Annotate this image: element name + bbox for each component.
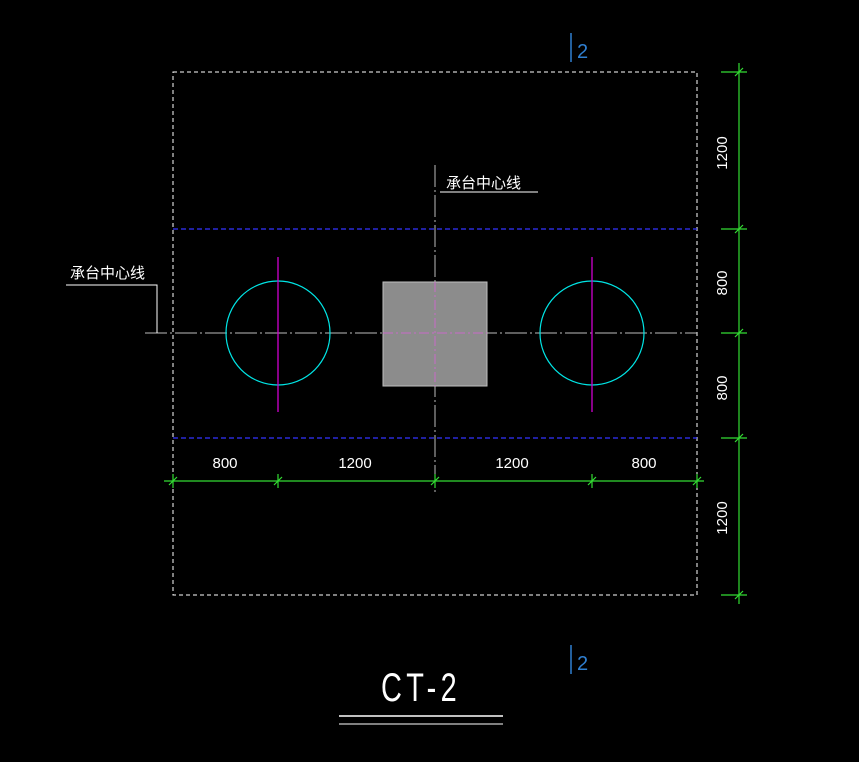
h-dim-2: 1200: [338, 455, 371, 472]
vertical-dimension-ticks: [721, 67, 747, 600]
column-square: [382, 281, 488, 387]
center-line-label-top: 承台中心线: [446, 174, 521, 192]
h-dim-1: 800: [212, 455, 237, 472]
center-line-leader-left: [66, 284, 158, 333]
v-dim-4: 1200: [714, 501, 731, 534]
section-mark-bottom: 2: [570, 645, 588, 675]
v-dim-2: 800: [714, 270, 731, 295]
section-mark-bottom-label: 2: [577, 653, 588, 675]
section-mark-top-label: 2: [577, 41, 588, 63]
center-line-label-left: 承台中心线: [70, 264, 145, 282]
horizontal-dimension-ticks: [168, 474, 702, 488]
h-dim-3: 1200: [495, 455, 528, 472]
drawing-title: CT-2: [381, 666, 461, 710]
h-dim-4: 800: [631, 455, 656, 472]
v-dim-1: 1200: [714, 136, 731, 169]
section-mark-top: 2: [570, 33, 588, 63]
v-dim-3: 800: [714, 375, 731, 400]
